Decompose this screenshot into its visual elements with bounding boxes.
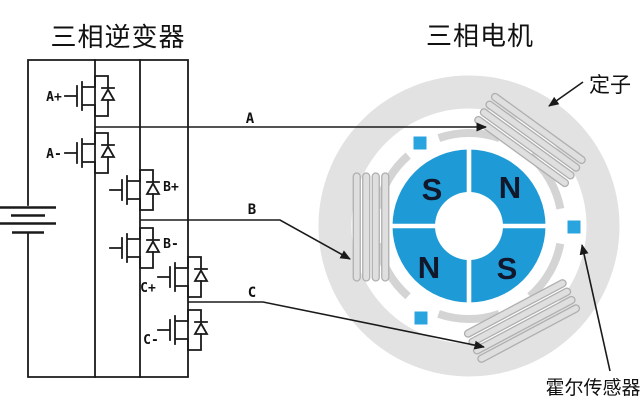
hall-sensor-bottom-icon xyxy=(414,311,428,325)
rotor-shaft-hole xyxy=(435,192,503,260)
switch-label-a-high: A+ xyxy=(46,90,62,105)
mosfet-c-high-icon xyxy=(157,256,208,298)
hall-sensor-top-icon xyxy=(413,136,427,150)
motor-graphic: S N N S xyxy=(318,75,620,377)
stator-coil-phase-b xyxy=(352,172,390,282)
phase-c-label: C xyxy=(248,285,256,301)
mosfet-b-high-icon xyxy=(109,169,160,211)
stator-core-ring xyxy=(372,129,566,323)
stator-coil-phase-c xyxy=(463,279,581,363)
switch-label-b-low: B- xyxy=(163,237,179,252)
inverter-circuit xyxy=(0,59,208,378)
pole-label-top-right: N xyxy=(499,170,521,205)
mosfet-a-high-icon xyxy=(64,75,115,117)
inverter-title: 三相逆变器 xyxy=(50,23,185,53)
phase-b-wire xyxy=(140,219,351,260)
hall-sensor-right-icon xyxy=(567,220,581,234)
phase-c-wire xyxy=(188,301,485,350)
mosfet-b-low-icon xyxy=(109,227,160,269)
pole-label-top-left: S xyxy=(422,172,443,207)
motor-title: 三相电机 xyxy=(426,22,534,52)
stator-label: 定子 xyxy=(589,73,631,97)
switch-label-c-high: C+ xyxy=(140,281,156,296)
inverter-box xyxy=(27,59,189,378)
mosfet-a-low-icon xyxy=(64,132,115,174)
pole-label-bottom-right: S xyxy=(497,251,518,286)
pole-label-bottom-left: N xyxy=(418,250,440,285)
switch-label-b-high: B+ xyxy=(163,180,179,195)
switch-label-a-low: A- xyxy=(46,147,62,162)
mosfet-c-low-icon xyxy=(157,309,208,351)
phase-b-label: B xyxy=(248,202,256,218)
battery-icon xyxy=(0,206,56,234)
hall-sensor-label: 霍尔传感器 xyxy=(545,377,640,399)
switch-label-c-low: C- xyxy=(143,333,159,348)
rotor: S N N S xyxy=(392,149,546,303)
stator-pointer-arrow xyxy=(548,81,584,107)
phase-a-label: A xyxy=(246,111,255,127)
hall-sensor-pointer-arrow xyxy=(579,244,611,372)
stator-coil-phase-a xyxy=(474,92,586,188)
stator-outer-ring xyxy=(318,75,620,377)
